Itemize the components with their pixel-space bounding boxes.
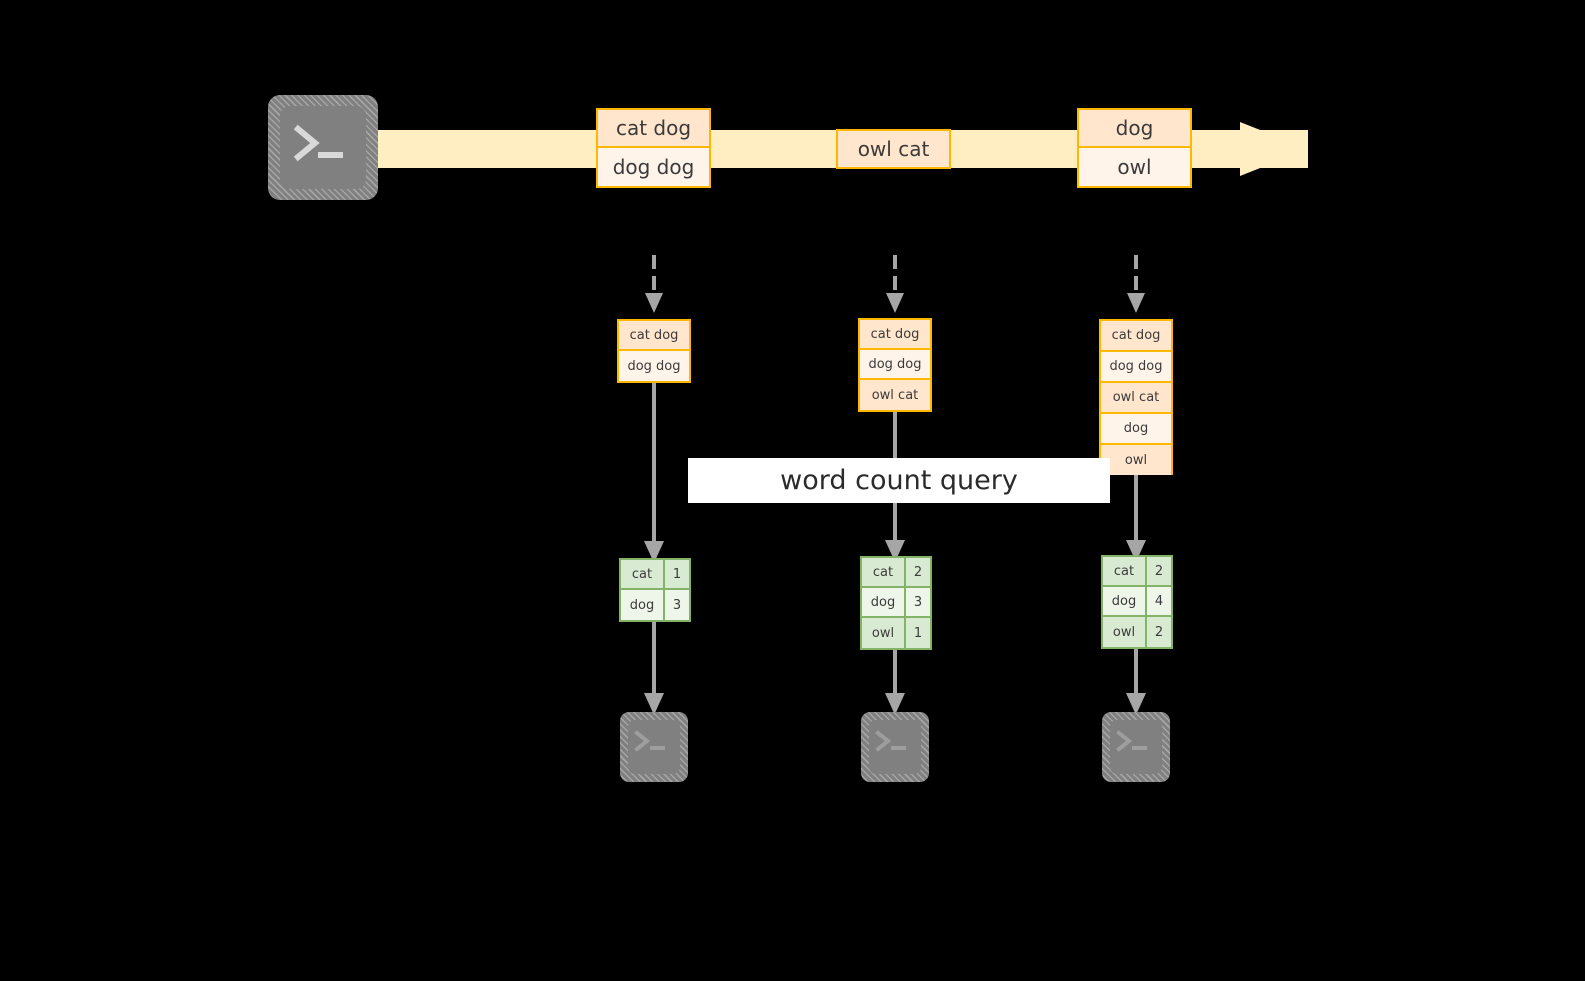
result-table[interactable]: cat 1 dog 3 (619, 558, 691, 622)
result-to-consumer-connector (644, 622, 664, 715)
snapshot-to-result-connector (644, 383, 664, 563)
result-word: dog (862, 588, 906, 616)
consumer-terminal-icon[interactable] (1102, 712, 1170, 782)
snapshot-stack[interactable]: cat dog dog dog owl cat (858, 318, 932, 412)
consumer-terminal-icon[interactable] (861, 712, 929, 782)
snapshot-row: owl (1101, 445, 1171, 475)
terminal-face (280, 106, 366, 189)
result-row: owl 1 (862, 618, 930, 648)
result-row: dog 3 (862, 588, 930, 618)
query-banner: word count query (688, 458, 1110, 503)
stream-message-row: cat dog (598, 110, 709, 148)
consumer-terminal-icon[interactable] (620, 712, 688, 782)
result-word: dog (1103, 587, 1147, 615)
snapshot-row: dog dog (860, 350, 930, 380)
result-word: owl (1103, 617, 1147, 647)
result-row: owl 2 (1103, 617, 1171, 647)
result-count: 4 (1147, 587, 1171, 615)
result-table[interactable]: cat 2 dog 4 owl 2 (1101, 555, 1173, 649)
result-word: owl (862, 618, 906, 648)
snapshot-stack[interactable]: cat dog dog dog owl cat dog owl (1099, 319, 1173, 475)
terminal-prompt-glyph (1116, 730, 1147, 752)
result-count: 2 (1147, 617, 1171, 647)
snapshot-row: dog dog (619, 351, 689, 381)
result-word: cat (862, 558, 906, 586)
result-row: cat 1 (621, 560, 689, 590)
stream-to-snapshot-connector (645, 255, 663, 313)
stream-message[interactable]: owl cat (836, 129, 951, 169)
result-count: 1 (665, 560, 689, 588)
terminal-prompt-glyph (634, 730, 665, 752)
snapshot-row: cat dog (860, 320, 930, 350)
snapshot-to-result-connector (1126, 475, 1146, 562)
result-count: 3 (665, 590, 689, 620)
stream-message-row: dog (1079, 110, 1190, 148)
snapshot-row: cat dog (1101, 321, 1171, 352)
query-banner-label: word count query (780, 465, 1018, 496)
result-row: dog 3 (621, 590, 689, 620)
snapshot-row: cat dog (619, 321, 689, 351)
stream-message[interactable]: dog owl (1077, 108, 1192, 188)
result-count: 2 (906, 558, 930, 586)
terminal-prompt-glyph (875, 730, 906, 752)
result-row: cat 2 (1103, 557, 1171, 587)
result-count: 2 (1147, 557, 1171, 585)
producer-terminal-icon[interactable] (268, 95, 378, 200)
stream-message-row: dog dog (598, 148, 709, 186)
stream-message-row: owl cat (838, 131, 949, 167)
result-row: cat 2 (862, 558, 930, 588)
result-count: 3 (906, 588, 930, 616)
stream-message-row: owl (1079, 148, 1190, 186)
stream-to-snapshot-connector (886, 255, 904, 313)
result-word: cat (621, 560, 665, 588)
stream-arrowhead (1240, 122, 1308, 176)
result-word: dog (621, 590, 665, 620)
result-to-consumer-connector (1126, 649, 1146, 715)
result-count: 1 (906, 618, 930, 648)
snapshot-row: dog (1101, 414, 1171, 445)
terminal-prompt-glyph (293, 124, 343, 162)
stream-message[interactable]: cat dog dog dog (596, 108, 711, 188)
result-row: dog 4 (1103, 587, 1171, 617)
result-table[interactable]: cat 2 dog 3 owl 1 (860, 556, 932, 650)
result-word: cat (1103, 557, 1147, 585)
stream-to-snapshot-connector (1127, 255, 1145, 313)
snapshot-stack[interactable]: cat dog dog dog (617, 319, 691, 383)
snapshot-row: owl cat (1101, 383, 1171, 414)
snapshot-row: owl cat (860, 380, 930, 410)
snapshot-row: dog dog (1101, 352, 1171, 383)
result-to-consumer-connector (885, 650, 905, 715)
